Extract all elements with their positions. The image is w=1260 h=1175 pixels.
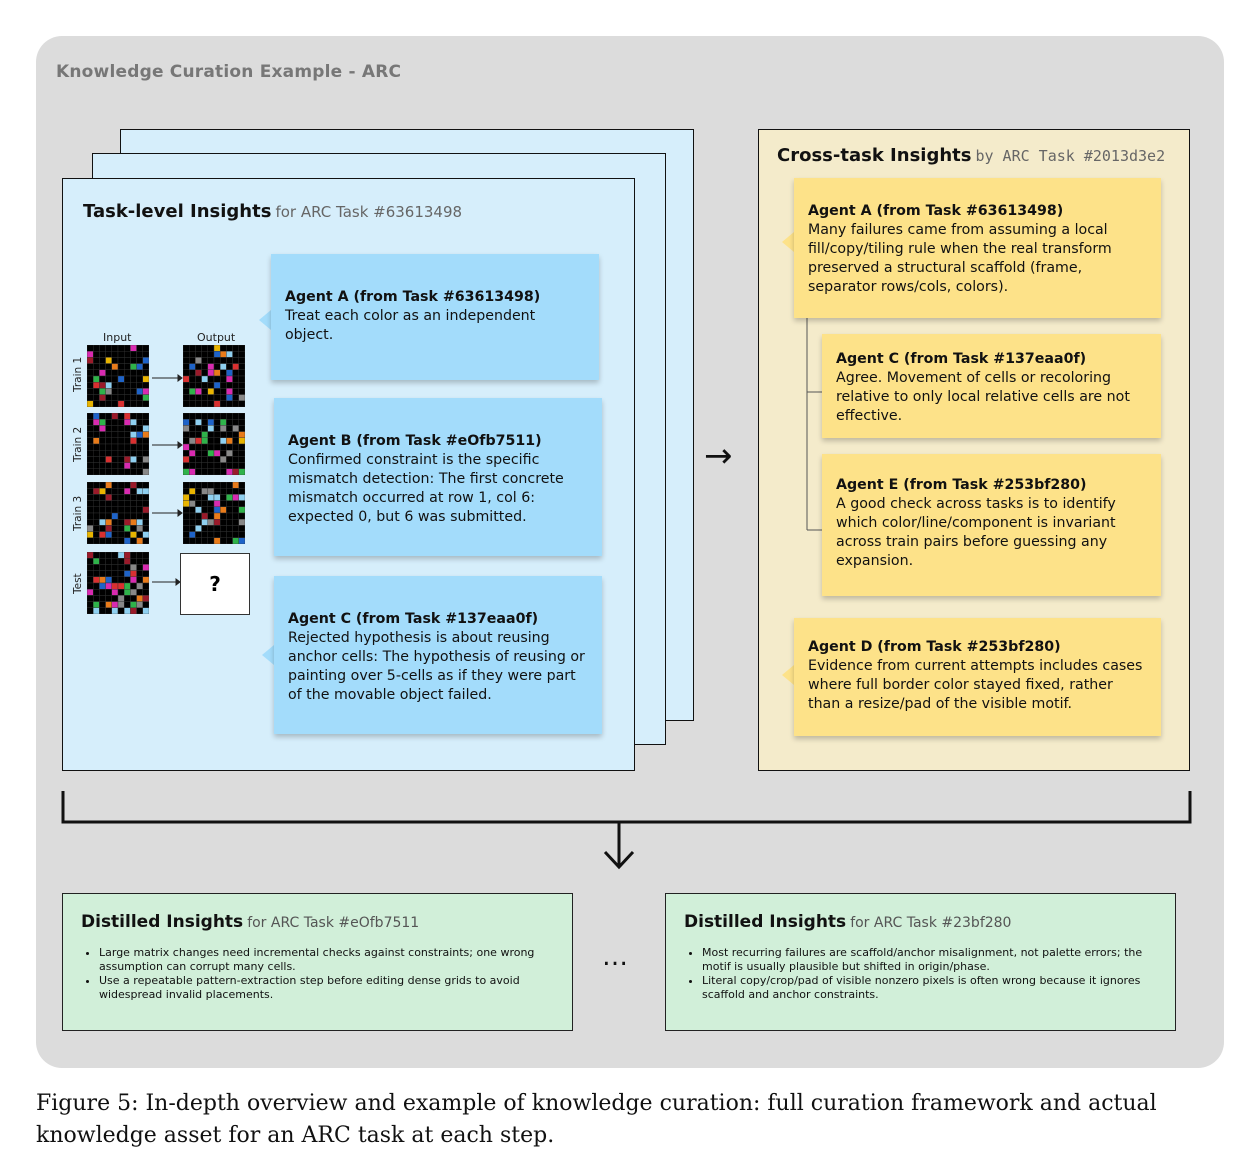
card-body: Rejected hypothesis is about reusing anc… [288, 630, 585, 703]
distilled-subtitle: for ARC Task #23bf280 [850, 915, 1012, 931]
card-notch [259, 310, 271, 330]
card-head: Agent C (from Task #137eaa0f) [836, 351, 1087, 367]
arc-grid-thumbnail [87, 552, 149, 614]
cross-card-agent-d: Agent D (from Task #253bf280) Evidence f… [794, 618, 1161, 736]
task-card-agent-a: Agent A (from Task #63613498) Treat each… [271, 254, 599, 380]
figure-title: Knowledge Curation Example - ARC [56, 62, 402, 82]
arc-grid-thumbnail [87, 413, 149, 475]
card-head: Agent D (from Task #253bf280) [808, 639, 1061, 655]
list-item: Large matrix changes need incremental ch… [99, 946, 549, 974]
arc-grid-thumbnail [87, 482, 149, 544]
ellipsis: … [602, 942, 628, 972]
cross-card-agent-a: Agent A (from Task #63613498) Many failu… [794, 178, 1161, 318]
card-body: A good check across tasks is to identify… [836, 496, 1116, 569]
card-notch [782, 665, 794, 685]
figure-caption: Figure 5: In-depth overview and example … [36, 1091, 1157, 1148]
list-item: Most recurring failures are scaffold/anc… [702, 946, 1152, 974]
card-head: Agent E (from Task #253bf280) [836, 477, 1087, 493]
list-item: Literal copy/crop/pad of visible nonzero… [702, 974, 1152, 1002]
card-head: Agent A (from Task #63613498) [808, 203, 1064, 219]
card-notch [782, 232, 794, 252]
arc-grid-thumbnail [183, 413, 245, 475]
task-panel-subtitle: for ARC Task #63613498 [275, 203, 463, 221]
arc-grid-thumbnail [183, 482, 245, 544]
distilled-bullets: Large matrix changes need incremental ch… [85, 946, 549, 1002]
cross-panel-subtitle: by ARC Task #2013d3e2 [975, 147, 1166, 165]
test-output-placeholder: ? [180, 553, 250, 615]
card-body: Many failures came from assuming a local… [808, 222, 1112, 295]
distilled-subtitle: for ARC Task #eOfb7511 [247, 915, 420, 931]
card-head: Agent C (from Task #137eaa0f) [288, 611, 539, 627]
output-label: Output [197, 331, 236, 344]
card-head: Agent B (from Task #eOfb7511) [288, 433, 542, 449]
input-label: Input [103, 331, 132, 344]
distilled-bullets: Most recurring failures are scaffold/anc… [688, 946, 1152, 1002]
task-panel-title-text: Task-level Insights [83, 201, 272, 222]
arc-grid-thumbnail [87, 345, 149, 407]
cross-panel-title-text: Cross-task Insights [777, 145, 972, 166]
card-head: Agent A (from Task #63613498) [285, 289, 541, 305]
flow-arrow-right: → [704, 436, 733, 476]
distilled-title-text: Distilled Insights [684, 912, 847, 932]
card-body: Agree. Movement of cells or recoloring r… [836, 370, 1130, 424]
list-item: Use a repeatable pattern-extraction step… [99, 974, 549, 1002]
distilled-title-text: Distilled Insights [81, 912, 244, 932]
cross-card-agent-e: Agent E (from Task #253bf280) A good che… [822, 454, 1161, 596]
task-card-agent-b: Agent B (from Task #eOfb7511) Confirmed … [274, 398, 602, 556]
cross-card-agent-c: Agent C (from Task #137eaa0f) Agree. Mov… [822, 334, 1161, 438]
card-notch [262, 645, 274, 665]
card-body: Confirmed constraint is the specific mis… [288, 452, 564, 525]
card-body: Evidence from current attempts includes … [808, 658, 1143, 712]
task-card-agent-c: Agent C (from Task #137eaa0f) Rejected h… [274, 576, 602, 734]
card-body: Treat each color as an independent objec… [285, 308, 536, 343]
arc-grid-thumbnail [183, 345, 245, 407]
